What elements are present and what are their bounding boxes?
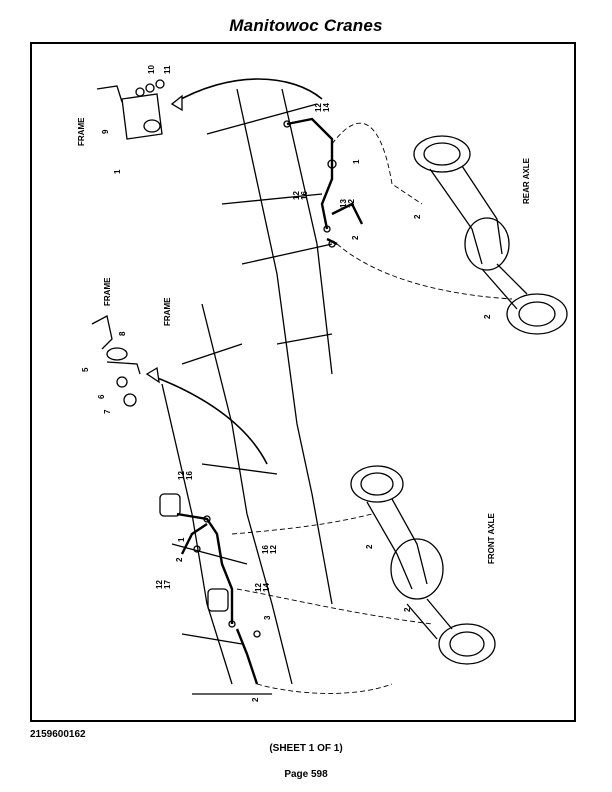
- callout-12: 12: [292, 191, 301, 200]
- arrow-top: [171, 78, 323, 105]
- callout-12: 12: [254, 583, 263, 592]
- frame-rail-b: [281, 88, 333, 375]
- drawing-number: 2159600162: [30, 729, 86, 740]
- arrow-mid-head: [145, 366, 160, 384]
- callout-6: 6: [97, 394, 106, 399]
- callout-16: 16: [300, 191, 309, 200]
- rear-axle: [413, 135, 568, 335]
- callout-2: 2: [483, 314, 492, 319]
- callout-2: 2: [413, 214, 422, 219]
- sheet-indicator: (SHEET 1 OF 1): [269, 743, 343, 754]
- label-frame-mid: FRAME: [103, 277, 112, 306]
- callout-16: 16: [185, 471, 194, 480]
- label-frame-top: FRAME: [77, 117, 86, 146]
- callout-3: 3: [263, 615, 272, 620]
- callout-2: 2: [351, 235, 360, 240]
- frame-rail-a: [236, 88, 333, 605]
- label-rear-axle: REAR AXLE: [522, 157, 531, 204]
- arrow-mid: [146, 373, 268, 465]
- callout-17: 17: [163, 580, 172, 589]
- frame-web-3: [241, 243, 333, 265]
- callout-12: 12: [177, 471, 186, 480]
- hose-lines: [231, 122, 513, 694]
- callout-1: 1: [113, 169, 122, 174]
- callout-1: 1: [352, 159, 361, 164]
- callout-2: 2: [175, 557, 184, 562]
- callout-12: 12: [269, 545, 278, 554]
- callout-16: 16: [261, 545, 270, 554]
- callout-11: 11: [163, 65, 172, 74]
- callout-12: 12: [314, 103, 323, 112]
- callout-7: 7: [103, 409, 112, 414]
- brake-lines: [176, 117, 364, 685]
- callout-5: 5: [81, 367, 90, 372]
- page-number: Page 598: [284, 769, 328, 780]
- front-axle: [350, 465, 496, 665]
- frame-web-1: [206, 103, 318, 135]
- bracket-assembly-top: [96, 79, 165, 140]
- frame-web-2: [221, 193, 323, 205]
- frame-rail-d: [161, 383, 233, 685]
- frame-rail-upper: [152, 84, 532, 664]
- arrow-top-head: [170, 94, 183, 112]
- callout-9: 9: [101, 129, 110, 134]
- callout-12: 12: [155, 580, 164, 589]
- fittings: [159, 120, 337, 638]
- label-front-axle: FRONT AXLE: [487, 513, 496, 564]
- callout-13: 13: [339, 199, 348, 208]
- callout-2: 2: [403, 607, 412, 612]
- callout-12: 12: [347, 199, 356, 208]
- callout-1: 1: [177, 537, 186, 542]
- frame-web-6: [201, 463, 278, 475]
- callout-2: 2: [365, 544, 374, 549]
- page-header-title: Manitowoc Cranes: [229, 16, 383, 35]
- frame-web-5: [181, 343, 243, 365]
- brake-line-diagram: FRAME FRAME FRAME REAR AXLE FRONT AXLE 1…: [77, 65, 568, 702]
- label-frame-main: FRAME: [163, 297, 172, 326]
- callout-10: 10: [147, 65, 156, 74]
- bracket-assembly-mid: [91, 315, 141, 407]
- frame-web-4: [276, 333, 333, 345]
- callout-14: 14: [262, 583, 271, 592]
- frame-web-8: [181, 633, 243, 645]
- callout-14: 14: [322, 103, 331, 112]
- frame-rail-c: [201, 303, 293, 685]
- callout-2: 2: [251, 697, 260, 702]
- callout-8: 8: [118, 331, 127, 336]
- diagram-frame: FRAME FRAME FRAME REAR AXLE FRONT AXLE 1…: [30, 42, 576, 722]
